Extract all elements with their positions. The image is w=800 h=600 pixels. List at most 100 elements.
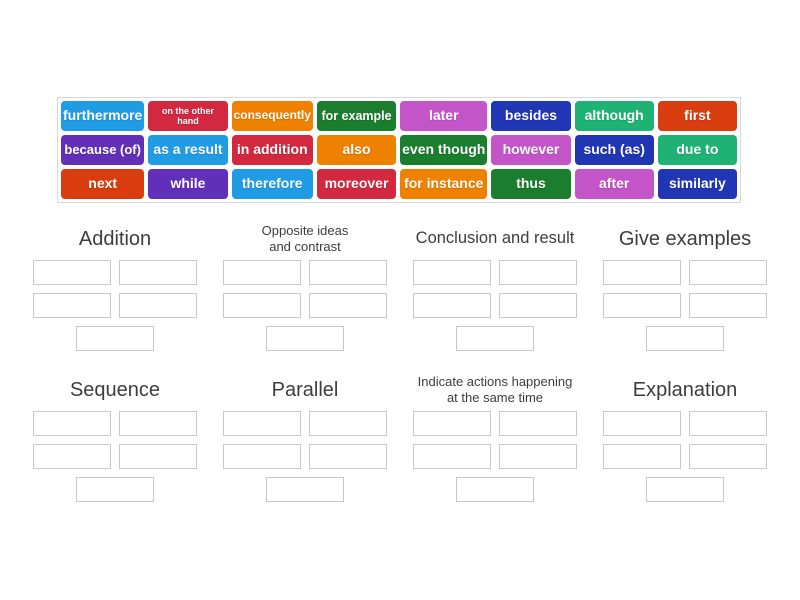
drop-slot[interactable] [33,411,111,436]
word-tile-label: such (as) [583,141,645,158]
word-tile-label: next [88,175,118,192]
word-tile-board: furthermore on the other hand consequently… [57,97,741,203]
drop-slot[interactable] [76,477,154,502]
slot-grid [413,411,577,502]
word-tile[interactable]: later [400,101,488,131]
word-tile[interactable]: similarly [657,169,737,199]
drop-slot[interactable] [266,326,344,351]
drop-slot[interactable] [499,293,577,318]
drop-slot[interactable] [309,293,387,318]
drop-slot[interactable] [413,444,491,469]
word-tile[interactable]: even though [400,135,488,165]
drop-slot[interactable] [309,444,387,469]
drop-slot[interactable] [689,411,767,436]
category-title: Opposite ideas and contrast [261,223,349,254]
category-title: Give examples [618,228,752,250]
word-tile-label: however [502,141,560,158]
drop-slot[interactable] [119,411,197,436]
word-tile[interactable]: however [491,135,571,165]
drop-slot[interactable] [413,293,491,318]
drop-slot[interactable] [76,326,154,351]
word-tile-label: as a result [153,141,223,158]
drop-slot[interactable] [309,411,387,436]
word-tile[interactable]: furthermore [61,101,145,131]
drop-slot[interactable] [456,326,534,351]
word-tile[interactable]: for example [316,101,397,131]
word-tile[interactable]: due to [657,135,737,165]
word-tile[interactable]: after [574,169,654,199]
category-group: Explanation [590,369,780,502]
word-tile[interactable]: also [316,135,397,165]
drop-slot[interactable] [119,260,197,285]
drop-slot[interactable] [603,260,681,285]
drop-slot[interactable] [689,260,767,285]
word-tile-label: consequently [233,108,311,123]
drop-slot[interactable] [266,477,344,502]
word-tile-label: because (of) [64,141,141,157]
category-title: Parallel [271,379,339,401]
word-tile-label: even though [402,141,486,158]
slot-grid [223,260,387,351]
drop-slot[interactable] [223,411,301,436]
word-tile[interactable]: in addition [231,135,313,165]
word-tile-label: later [428,107,459,124]
word-tile-label: while [170,175,206,192]
drop-slot[interactable] [499,411,577,436]
word-tile-label: moreover [324,175,389,192]
drop-slot[interactable] [33,293,111,318]
word-tile[interactable]: first [657,101,737,131]
drop-slot[interactable] [223,293,301,318]
word-tile[interactable]: such (as) [574,135,654,165]
drop-slot[interactable] [223,260,301,285]
drop-slot[interactable] [646,326,724,351]
word-tile[interactable]: besides [491,101,571,131]
drop-slot[interactable] [413,260,491,285]
word-tile-label: besides [504,107,558,124]
drop-slot[interactable] [309,260,387,285]
word-tile[interactable]: on the other hand [148,101,228,131]
drop-slot[interactable] [119,444,197,469]
drop-slot[interactable] [33,444,111,469]
category-group: Opposite ideas and contrast [210,218,400,351]
word-tile[interactable]: because (of) [61,135,145,165]
drop-slot[interactable] [119,293,197,318]
word-tile[interactable]: consequently [231,101,313,131]
drop-slot[interactable] [499,260,577,285]
drop-slot[interactable] [603,293,681,318]
category-groups: Addition Opposite ideas and contrast Concl… [20,218,780,502]
word-tile-label: similarly [668,175,726,192]
word-tile-label: on the other hand [161,105,214,126]
drop-slot[interactable] [413,411,491,436]
drop-slot[interactable] [499,444,577,469]
slot-grid [223,411,387,502]
word-tile[interactable]: thus [491,169,571,199]
category-title: Explanation [632,379,738,401]
drop-slot[interactable] [689,444,767,469]
word-tile[interactable]: therefore [231,169,313,199]
drop-slot[interactable] [223,444,301,469]
word-tile-label: therefore [241,175,303,192]
word-tile[interactable]: next [61,169,145,199]
word-tile[interactable]: although [574,101,654,131]
category-title: Addition [78,228,152,250]
slot-grid [603,260,767,351]
word-tile-label: thus [516,175,546,192]
word-tile[interactable]: for instance [400,169,488,199]
drop-slot[interactable] [646,477,724,502]
drop-slot[interactable] [689,293,767,318]
drop-slot[interactable] [33,260,111,285]
drop-slot[interactable] [603,444,681,469]
word-tile[interactable]: moreover [316,169,397,199]
word-tile-label: for example [321,109,392,123]
word-tile-label: also [342,141,371,158]
drop-slot[interactable] [456,477,534,502]
category-group: Addition [20,218,210,351]
word-tile-label: for instance [404,175,484,192]
category-title: Indicate actions happening at the same t… [417,374,573,405]
word-tile-label: due to [676,141,719,158]
word-tile[interactable]: while [148,169,228,199]
category-title: Conclusion and result [415,229,575,248]
word-tile-label: in addition [236,141,308,158]
word-tile[interactable]: as a result [148,135,228,165]
drop-slot[interactable] [603,411,681,436]
